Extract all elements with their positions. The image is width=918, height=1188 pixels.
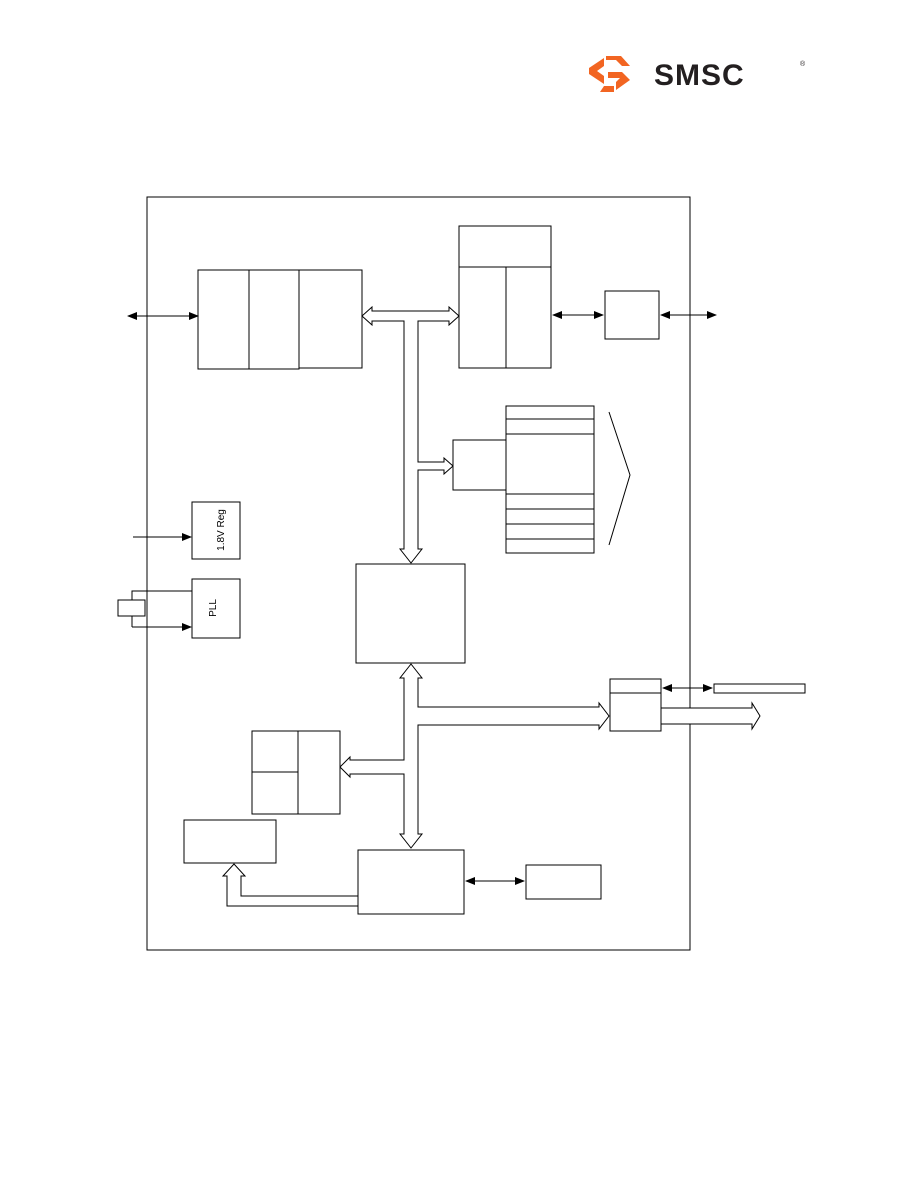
regulator-label: 1.8V Reg [216,509,227,551]
pll-block: PLL [191,578,241,639]
external-port-bar [713,683,806,694]
smsc-logo-mark [589,56,630,92]
bottom-controller-block [357,849,465,915]
downstream-controller-block [458,225,552,369]
bottom-left-block [183,819,277,864]
register-stack [452,405,631,554]
pll-label: PLL [208,599,219,617]
memory-quad-block [251,730,341,815]
crystal-symbol [117,590,192,631]
central-processor-block [355,563,466,664]
smsc-logo: SMSC ® [589,56,806,92]
registered-mark: ® [800,60,806,68]
bottom-left-bus [221,863,359,907]
phy-block [604,290,660,340]
upstream-interface-block [197,269,363,370]
regulator-block: 1.8V Reg [133,501,241,560]
port-block [609,678,806,732]
lower-bus [339,663,610,849]
bottom-right-block [525,864,602,900]
smsc-logo-text: SMSC [654,59,745,92]
